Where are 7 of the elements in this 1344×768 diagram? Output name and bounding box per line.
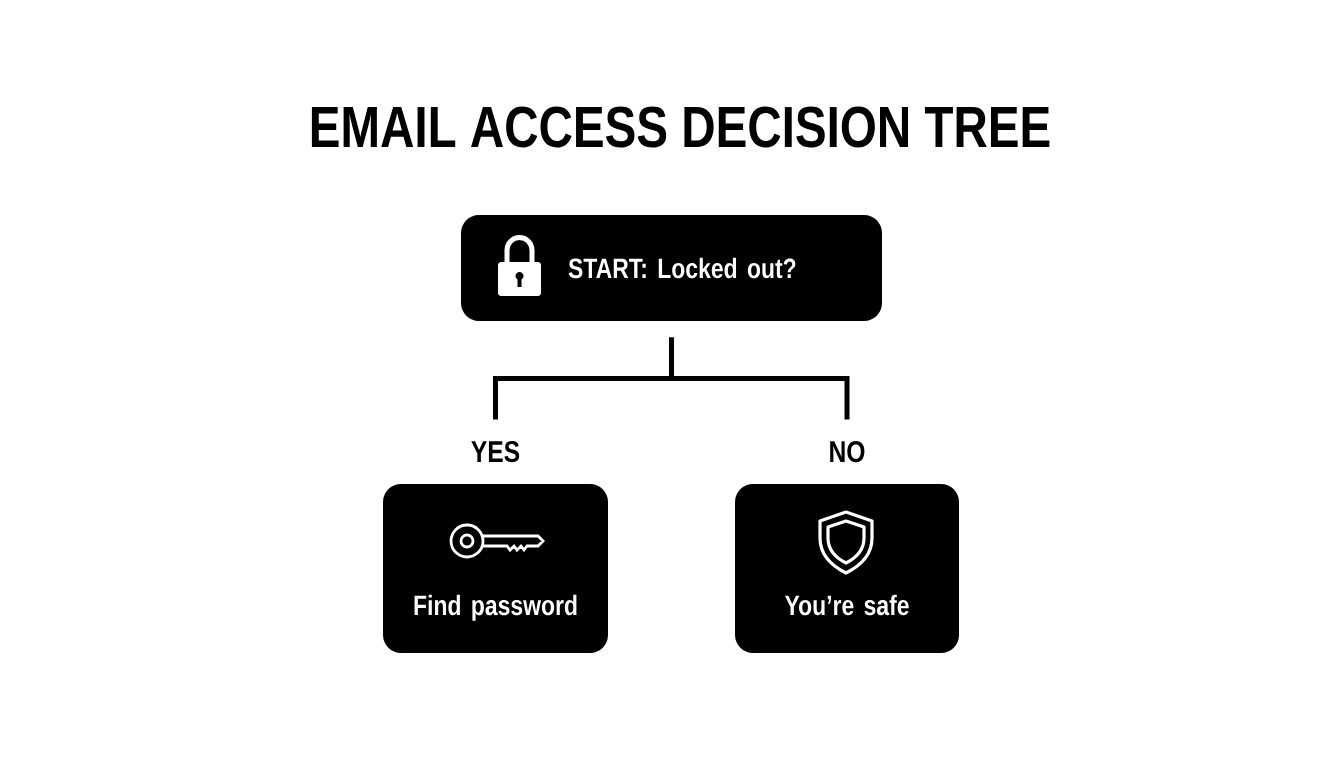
edge-label: YES — [468, 439, 523, 465]
connector-line — [669, 337, 850, 420]
title: EMAIL ACCESS DECISION TREE — [311, 106, 1050, 148]
process-box: You’re safe — [735, 484, 959, 653]
process-box: START: Locked out? — [461, 215, 882, 321]
process-box: Find password — [383, 484, 608, 653]
edge-label: NO — [826, 439, 868, 465]
